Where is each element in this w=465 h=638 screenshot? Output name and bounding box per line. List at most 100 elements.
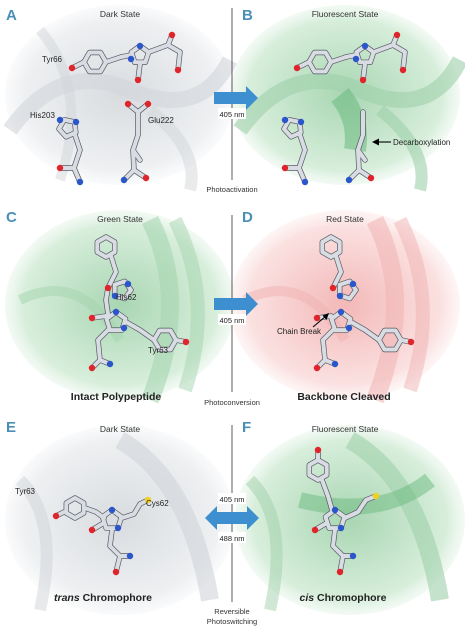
panel-d-background (230, 210, 460, 404)
nitrogen-atom (301, 178, 309, 186)
oxygen-atom (168, 31, 176, 39)
nitrogen-atom (112, 308, 120, 316)
panel-letter-b: B (242, 7, 253, 24)
panel-e-caption: trans Chromophore (54, 592, 152, 604)
oxygen-atom (144, 100, 152, 108)
oxygen-atom (88, 314, 96, 322)
sulfur-atom (372, 492, 380, 500)
oxygen-atom (182, 338, 190, 346)
oxygen-atom (124, 100, 132, 108)
label-glu222: Glu222 (148, 116, 174, 125)
panel-d-caption: Backbone Cleaved (297, 391, 390, 403)
oxygen-atom (407, 338, 415, 346)
panel-letter-e: E (6, 419, 16, 436)
label-his203: His203 (30, 111, 55, 120)
panel-letter-a: A (6, 7, 17, 24)
decarboxylation-pointer (372, 138, 391, 146)
panel-letter-d: D (242, 209, 253, 226)
nitrogen-atom (349, 552, 357, 560)
wavelength-middle: 405 nm (219, 316, 244, 325)
chain-break-pointer (312, 313, 329, 328)
label-tyr63-e: Tyr63 (15, 487, 36, 496)
nitrogen-atom (337, 308, 345, 316)
panel-c-title: Green State (97, 214, 143, 224)
oxygen-atom (88, 526, 96, 534)
panel-e-caption-rest: Chromophore (80, 592, 152, 604)
chromophore-panel-f (306, 446, 380, 576)
oxygen-atom (393, 31, 401, 39)
oxygen-atom (359, 76, 367, 84)
panel-a-background (3, 5, 238, 192)
panel-c-background (5, 210, 235, 404)
chromophore-panel-e (52, 495, 152, 576)
panel-e-title: Dark State (100, 424, 140, 434)
label-tyr63-c: Tyr63 (148, 346, 169, 355)
panel-e-caption-italic: trans (54, 592, 80, 604)
nitrogen-atom (120, 176, 128, 184)
label-tyr66: Tyr66 (42, 55, 63, 64)
nitrogen-atom (337, 524, 345, 532)
transition-arrow-bottom (205, 506, 259, 530)
panel-f-caption: cis Chromophore (300, 592, 387, 604)
nitrogen-atom (114, 524, 122, 532)
nitrogen-atom (126, 552, 134, 560)
wavelength-bottom-reverse: 488 nm (219, 534, 244, 543)
nitrogen-atom (281, 116, 289, 124)
oxygen-atom (336, 568, 344, 576)
chromophore-panel-c (88, 234, 190, 372)
chromophore-panel-b (281, 31, 408, 186)
oxygen-atom (313, 314, 321, 322)
wavelength-top-bg (218, 108, 246, 119)
process-photoactivation: Photoactivation (206, 185, 257, 194)
panel-f-caption-rest: Chromophore (314, 592, 386, 604)
nitrogen-atom (127, 55, 135, 63)
panel-a-title: Dark State (100, 9, 140, 19)
oxygen-atom (112, 568, 120, 576)
panel-c-caption: Intact Polypeptide (71, 391, 162, 403)
label-decarboxylation: Decarboxylation (393, 138, 450, 147)
nitrogen-atom (331, 506, 339, 514)
nitrogen-atom (108, 506, 116, 514)
oxygen-atom (56, 164, 64, 172)
wavelength-top: 405 nm (219, 110, 244, 119)
oxygen-atom (314, 446, 322, 454)
oxygen-atom (52, 512, 60, 520)
nitrogen-atom (72, 118, 80, 126)
nitrogen-atom (345, 324, 353, 332)
nitrogen-atom (297, 118, 305, 126)
nitrogen-atom (106, 360, 114, 368)
nitrogen-atom (124, 280, 132, 288)
nitrogen-atom (336, 292, 344, 300)
nitrogen-atom (345, 176, 353, 184)
oxygen-atom (311, 526, 319, 534)
oxygen-atom (399, 66, 407, 74)
process-photoswitching: Photoswitching (207, 617, 257, 626)
nitrogen-atom (361, 42, 369, 50)
transition-arrow-top (214, 86, 258, 110)
process-photoconversion: Photoconversion (204, 398, 260, 407)
oxygen-atom (281, 164, 289, 172)
nitrogen-atom (352, 55, 360, 63)
nitrogen-atom (56, 116, 64, 124)
nitrogen-atom (120, 324, 128, 332)
panel-f-caption-italic: cis (300, 592, 315, 604)
nitrogen-atom (136, 42, 144, 50)
wavelength-bottom-1-bg (218, 493, 246, 504)
oxygen-atom (104, 284, 112, 292)
sulfur-atom (144, 496, 152, 504)
chromophore-panel-d (313, 234, 415, 372)
panel-f-title: Fluorescent State (312, 424, 379, 434)
wavelength-bottom-2-bg (218, 532, 246, 543)
panel-b-title: Fluorescent State (312, 9, 379, 19)
panel-letter-f: F (242, 419, 251, 436)
process-reversible: Reversible (214, 607, 249, 616)
oxygen-atom (134, 76, 142, 84)
oxygen-atom (313, 364, 321, 372)
wavelength-bottom-forward: 405 nm (219, 495, 244, 504)
panel-d-title: Red State (326, 214, 364, 224)
molecule-layer (52, 31, 415, 576)
oxygen-atom (367, 174, 375, 182)
label-cys62: Cys62 (146, 499, 169, 508)
oxygen-atom (293, 64, 301, 72)
